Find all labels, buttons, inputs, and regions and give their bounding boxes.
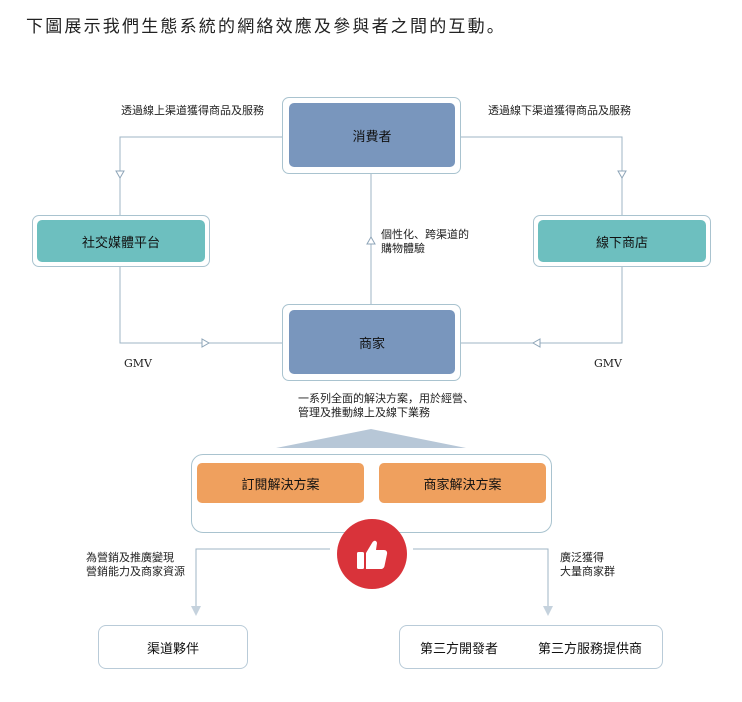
gmv-right-label: GMV — [594, 357, 622, 370]
social-to-merchant-line — [119, 266, 282, 344]
marketing-label-line1: 為營銷及推廣變現 — [86, 551, 174, 564]
arrow-to-store — [617, 170, 627, 180]
third-parties-box: 第三方開發者 第三方服務提供商 — [399, 625, 663, 669]
to-third-parties-line — [413, 548, 549, 612]
third-party-developers-label: 第三方開發者 — [419, 641, 498, 657]
to-channel-partners-line — [195, 548, 330, 612]
arrow-to-consumer — [366, 235, 376, 245]
solutions-triangle — [276, 429, 466, 448]
consumer-to-social-line — [119, 136, 282, 218]
consumer-node: 消費者 — [289, 103, 455, 167]
store-to-merchant-line — [461, 266, 623, 344]
experience-label-line1: 個性化、跨渠道的 — [381, 228, 469, 241]
social-media-node: 社交媒體平台 — [37, 220, 205, 262]
third-party-providers-label: 第三方服務提供商 — [537, 641, 642, 657]
merchant-base-label-line1: 廣泛獲得 — [560, 551, 604, 564]
offline-store-node: 線下商店 — [538, 220, 706, 262]
arrow-left-gmv — [201, 338, 211, 348]
arrow-to-third-parties — [543, 606, 553, 616]
gmv-left-label: GMV — [124, 357, 152, 370]
offline-channels-label: 透過線下渠道獲得商品及服務 — [488, 104, 631, 117]
thumbs-up-circle — [337, 519, 407, 589]
marketing-label-line2: 營銷能力及商家資源 — [86, 565, 185, 578]
thumbs-up-icon — [357, 540, 388, 569]
online-channels-label: 透過線上渠道獲得商品及服務 — [121, 104, 264, 117]
merchant-solution-node: 商家解決方案 — [379, 463, 546, 503]
consumer-to-store-line — [461, 136, 623, 218]
arrow-right-gmv — [531, 338, 541, 348]
merchant-base-label-line2: 大量商家群 — [560, 565, 615, 578]
subscription-solution-node: 訂閱解決方案 — [197, 463, 364, 503]
solutions-description-line2: 管理及推動線上及線下業務 — [298, 406, 430, 419]
diagram-heading: 下圖展示我們生態系統的網絡效應及參與者之間的互動。 — [26, 17, 506, 37]
merchant-node: 商家 — [289, 310, 455, 374]
arrow-to-channel-partners — [191, 606, 201, 616]
arrow-to-social — [115, 170, 125, 180]
experience-label-line2: 購物體驗 — [381, 242, 425, 255]
channel-partners-box: 渠道夥伴 — [98, 625, 248, 669]
solutions-description-line1: 一系列全面的解決方案，用於經營、 — [298, 392, 474, 405]
